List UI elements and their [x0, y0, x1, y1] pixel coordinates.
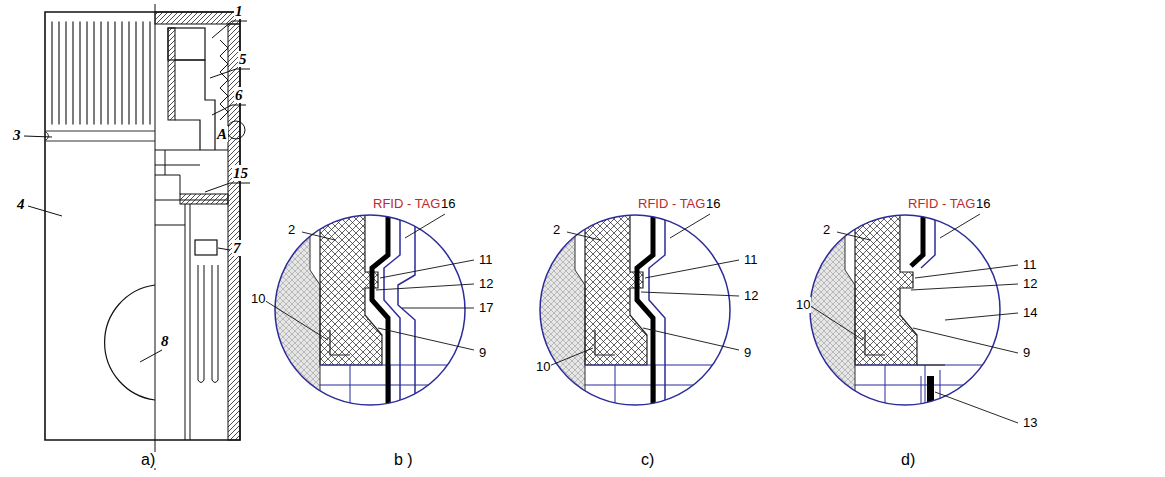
- callout-number: 12: [1022, 276, 1038, 292]
- callout-number: 7: [232, 240, 242, 256]
- callout-number: 17: [478, 300, 494, 316]
- groove: [45, 131, 155, 141]
- callout-number: 14: [1022, 305, 1038, 321]
- callout-number: 16: [975, 196, 991, 212]
- outline-16: [384, 210, 400, 410]
- detail-d: [805, 210, 1018, 423]
- section-lines: [921, 370, 940, 410]
- inner-profile: [175, 60, 215, 150]
- outline-16: [649, 210, 665, 410]
- callout-number: 12: [743, 288, 759, 304]
- leader-line: [549, 214, 739, 366]
- tag-name: RFID - TAG: [907, 196, 976, 212]
- panel-caption: b ): [393, 452, 414, 468]
- callout-number: 8: [160, 333, 170, 349]
- detail-circle: [275, 215, 465, 405]
- callout-number: 16: [705, 196, 721, 212]
- callout-number: 10: [795, 297, 811, 313]
- callout-number: 5: [238, 51, 248, 67]
- leader-line: [809, 214, 1018, 423]
- callout-number: 15: [232, 165, 249, 181]
- callout-number: 1: [234, 3, 244, 19]
- cavity-14: [917, 364, 945, 365]
- panel-caption: d): [900, 452, 916, 468]
- outline-17: [398, 210, 415, 410]
- callout-number: 10: [535, 359, 551, 375]
- detail-circle: [227, 121, 245, 139]
- rfid-tag: [372, 210, 388, 410]
- callout-number: 11: [743, 252, 759, 268]
- ball: [105, 285, 155, 400]
- tag-name: RFID - TAG: [372, 196, 441, 212]
- callout-number: 11: [478, 252, 494, 268]
- inner-sleeve: [168, 28, 175, 120]
- detail-circle: [810, 215, 1000, 405]
- housing-outline: [45, 12, 240, 440]
- part-13: [927, 376, 934, 410]
- ring: [180, 194, 228, 204]
- callout-number: 9: [1022, 345, 1031, 361]
- tag-name: RFID - TAG: [637, 196, 706, 212]
- callout-number: 13: [1022, 415, 1038, 431]
- detail-circle: [540, 215, 730, 405]
- rfid-tag: [637, 210, 653, 410]
- detail-mark: A: [216, 126, 228, 142]
- section-lines: [155, 225, 185, 226]
- callout-number: 6: [234, 87, 244, 103]
- section-lines: [155, 150, 180, 194]
- section-lines: [155, 150, 228, 200]
- inner-tube: [185, 204, 190, 440]
- callout-number: 16: [440, 196, 456, 212]
- callout-number: 9: [478, 345, 487, 361]
- slots: [198, 265, 218, 383]
- callout-number: 2: [287, 222, 296, 238]
- detail-b: [264, 210, 474, 410]
- callout-number: 11: [1022, 257, 1038, 273]
- rfid-tag: [911, 210, 923, 266]
- callout-number: 4: [16, 196, 26, 212]
- cap-assembly: [24, 4, 250, 470]
- callout-number: 9: [743, 345, 752, 361]
- callout-number: 12: [478, 276, 494, 292]
- leader-line: [24, 21, 250, 362]
- knurl: [52, 22, 150, 124]
- part-7: [195, 240, 217, 255]
- top-wall: [155, 12, 240, 24]
- panel-caption: a): [140, 452, 156, 468]
- callout-number: 3: [12, 127, 22, 143]
- detail-c: [535, 210, 739, 410]
- panel-caption: c): [640, 452, 655, 468]
- callout-number: 2: [822, 222, 831, 238]
- callout-number: 2: [552, 222, 561, 238]
- leader-line: [264, 214, 474, 350]
- callout-number: 10: [250, 291, 266, 307]
